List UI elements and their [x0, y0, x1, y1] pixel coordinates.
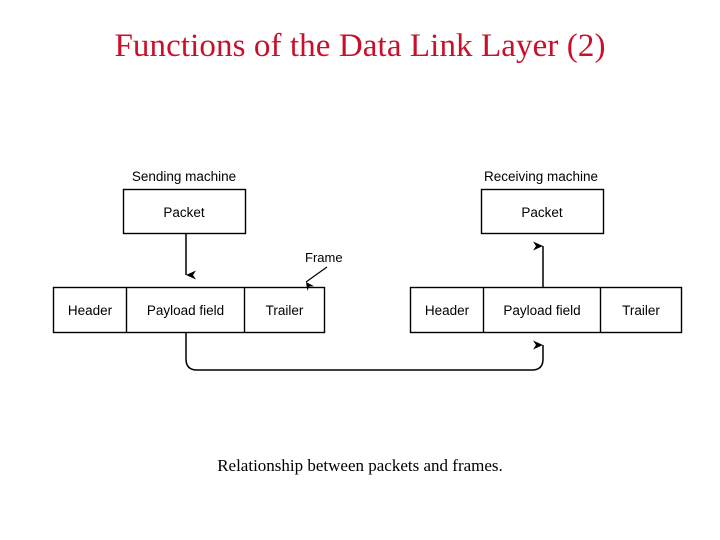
receiving-frame-cell-trailer: Trailer [622, 303, 660, 318]
frame-callout-label: Frame [305, 250, 343, 265]
receiving-frame-box [409, 286, 683, 334]
receiving-machine-label: Receiving machine [484, 169, 598, 184]
sending-frame-cell-header: Header [68, 303, 113, 318]
sending-frame-cell-trailer: Trailer [266, 303, 304, 318]
figure-caption: Relationship between packets and frames. [217, 456, 503, 475]
diagram-figure: Sending machine Packet Header Payload fi… [0, 150, 720, 400]
page-title: Functions of the Data Link Layer (2) [114, 28, 606, 64]
frame-callout-arrow [305, 266, 328, 291]
frame-transmission-path [185, 333, 544, 371]
sending-machine-label: Sending machine [132, 169, 236, 184]
sending-packet-box [122, 188, 247, 235]
receiving-packet-box [480, 188, 605, 235]
sending-frame-cell-payload: Payload field [147, 303, 224, 318]
receiving-frame-cell-header: Header [425, 303, 470, 318]
receiving-packet-label: Packet [521, 205, 563, 220]
sending-frame-box [52, 286, 326, 334]
receiving-frame-cell-payload: Payload field [503, 303, 580, 318]
sending-packet-label: Packet [163, 205, 205, 220]
